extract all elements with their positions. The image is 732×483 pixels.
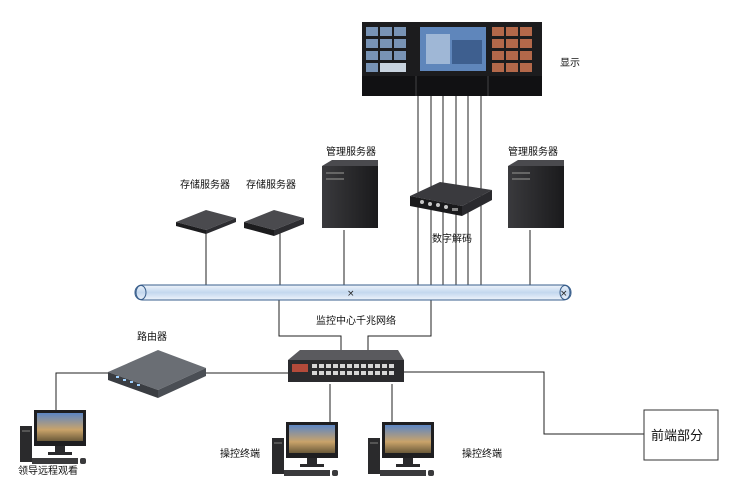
leader-remote-label: 领导远程观看	[18, 464, 78, 477]
storage-server-1-icon	[176, 210, 236, 234]
mgmt-server-right-label: 管理服务器	[508, 145, 558, 158]
storage-server-2-label: 存储服务器	[246, 178, 296, 191]
decoder-icon	[410, 182, 492, 216]
network-label: 监控中心千兆网络	[316, 314, 396, 327]
network-switch-icon	[288, 350, 404, 382]
mgmt-server-right-icon	[508, 160, 564, 228]
router-to-leader-link	[55, 372, 108, 410]
leader-workstation-icon	[20, 410, 86, 464]
console-terminal-1-icon	[272, 422, 338, 476]
bus-to-switch-link-left	[278, 300, 342, 350]
gigabit-network-bus: × ×	[134, 284, 572, 301]
storage-server-2-icon	[244, 210, 304, 236]
front-end-box	[643, 409, 719, 461]
router-label: 路由器	[137, 330, 167, 343]
video-wall	[362, 22, 542, 96]
svg-text:×: ×	[560, 289, 568, 299]
storage-server-1-label: 存储服务器	[180, 178, 230, 191]
switch-to-frontend-link	[404, 371, 644, 435]
front-end-label: 前端部分	[651, 428, 703, 444]
svg-text:×: ×	[347, 289, 355, 299]
display-label: 显示	[560, 57, 580, 69]
console-terminal-1-label: 操控终端	[220, 447, 260, 460]
mgmt-server-left-label: 管理服务器	[326, 145, 376, 158]
router-icon	[108, 350, 206, 398]
console-terminal-2-label: 操控终端	[462, 447, 502, 460]
bus-to-switch-link-right	[367, 300, 432, 350]
decoder-label: 数字解码	[432, 232, 472, 245]
console-terminal-2-icon	[368, 422, 434, 476]
mgmt-server-left-icon	[322, 160, 378, 228]
